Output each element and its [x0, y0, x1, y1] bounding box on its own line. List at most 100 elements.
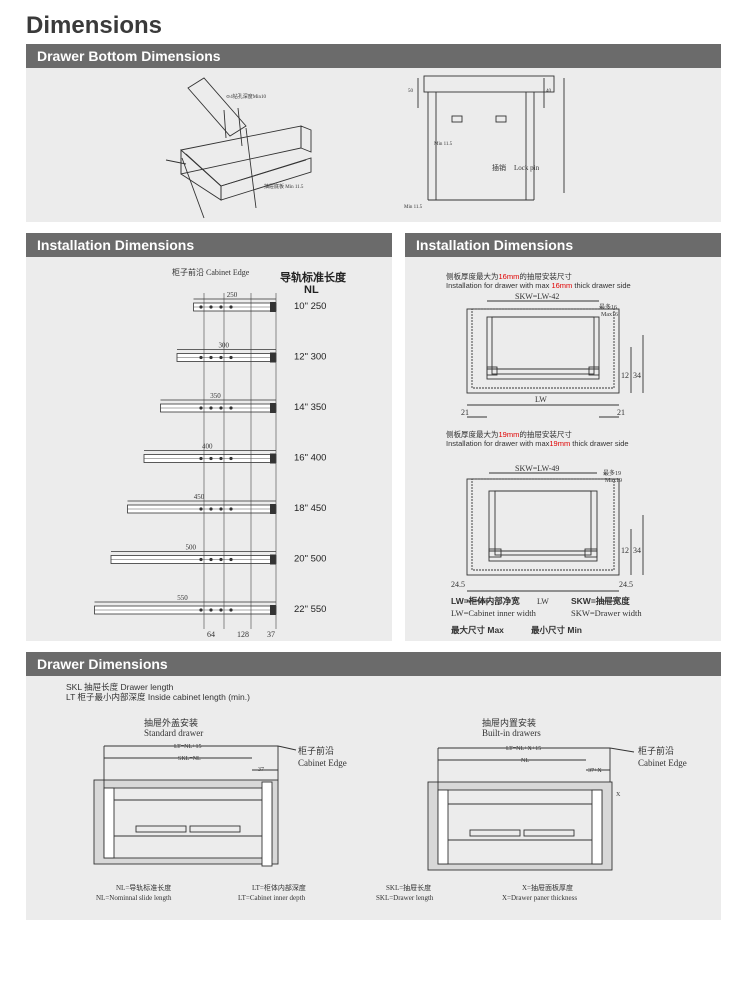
builtin-title-cn: 抽屉内置安装 — [482, 717, 536, 728]
mount-hole — [199, 557, 203, 562]
legend-lw-cn: LW=柜体内部净宽 — [451, 596, 520, 606]
dim-12: 12 — [621, 371, 629, 380]
cabinet-edge-en: Cabinet Edge — [638, 758, 687, 768]
mount-hole — [209, 507, 213, 511]
legend-skl-en: SKL=Drawer length — [376, 894, 434, 902]
installation-left-section: Installation Dimensions 柜子前沿 Cabinet Edg… — [26, 233, 392, 641]
caption-19-red: 19mm — [499, 430, 520, 439]
mount-hole — [219, 456, 223, 461]
mount-hole — [199, 406, 203, 410]
mount-hole — [209, 557, 213, 562]
slide-front-clip — [270, 554, 276, 565]
mount-hole — [219, 406, 223, 410]
installation-right-section: Installation Dimensions 侧板厚度最大为16mm的抽屉安装… — [405, 233, 721, 641]
cabinet-edge-label: 柜子前沿 Cabinet Edge — [172, 267, 250, 277]
mount-hole — [199, 507, 203, 511]
mount-hole — [209, 456, 213, 461]
slide-front-clip — [270, 302, 276, 312]
mount-hole — [229, 406, 233, 410]
drawer-bottom-section: Drawer Bottom Dimensions ⊙4钻孔深度Min10 抽屉底… — [26, 44, 721, 222]
legend-skl-cn: SKL=抽屉长度 — [386, 883, 431, 892]
mount-hole — [219, 507, 223, 511]
dim-label: 40 — [546, 89, 552, 94]
side-19-right: 24.5 — [619, 580, 633, 589]
lock-pin-label-en: Lock pin — [514, 164, 540, 172]
skw-16-label: SKW=LW-42 — [515, 292, 559, 301]
mount-hole — [229, 305, 233, 309]
cabinet-edge-en: Cabinet Edge — [298, 758, 347, 768]
skl-nl-label: SKL=NL — [178, 756, 201, 762]
dim-label: Min 11.5 — [404, 205, 423, 210]
dim-label: 50 — [408, 89, 414, 94]
lt-description: LT 柜子最小内部深度 Inside cabinet length (min.) — [66, 692, 250, 702]
max16-label-cn: 最多16 — [599, 303, 617, 311]
mount-hole — [229, 355, 233, 360]
dim-label: Min 11.5 — [434, 142, 453, 147]
cabinet-edge-cn: 柜子前沿 — [638, 745, 674, 756]
nl-label: NL — [521, 758, 529, 764]
mount-hole — [229, 608, 233, 612]
slide-length-value: 500 — [186, 544, 197, 552]
lt-nl-label: LT=NL+15 — [174, 744, 202, 750]
mount-hole — [219, 608, 223, 612]
slide-length-value: 550 — [177, 594, 188, 602]
builtin-title-en: Built-in drawers — [482, 728, 541, 738]
dim-34: 34 — [633, 371, 641, 380]
legend-lt-cn: LT=柜体内部深度 — [252, 883, 306, 892]
bottom-dim-128: 128 — [237, 630, 249, 639]
standard-title-en: Standard drawer — [144, 728, 203, 738]
svg-text:侧板厚度最大为16mm的抽屉安装尺寸: 侧板厚度最大为16mm的抽屉安装尺寸 — [446, 271, 572, 281]
caption-19-en-a: Installation for drawer with max — [446, 439, 550, 448]
slide-size-label: 10" 250 — [294, 301, 326, 312]
dim-12: 12 — [621, 546, 629, 555]
nl-header-en: NL — [304, 284, 319, 296]
mount-hole — [209, 406, 213, 410]
mount-hole — [199, 305, 203, 309]
slide-size-label: 20" 500 — [294, 554, 326, 565]
slide-size-label: 22" 550 — [294, 604, 326, 615]
x-label: X — [616, 792, 621, 798]
mount-hole — [209, 305, 213, 309]
slide-size-label: 12" 300 — [294, 352, 326, 363]
slide-front-clip — [270, 352, 276, 363]
side-16-right: 21 — [617, 408, 625, 417]
drawer-install-diagrams: SKL 抽屉长度 Drawer length LT 柜子最小内部深度 Insid… — [66, 682, 687, 902]
slide-length-value: 350 — [210, 392, 221, 400]
page-title: Dimensions — [26, 12, 163, 39]
slide-size-label: 18" 450 — [294, 503, 326, 514]
svg-text:Installation for drawer with m: Installation for drawer with max19mm thi… — [446, 439, 629, 448]
svg-text:抽屉底板 Min 11.5: 抽屉底板 Min 11.5 — [264, 183, 304, 190]
max19-label-cn: 最多19 — [603, 469, 621, 477]
mount-hole — [219, 557, 223, 562]
caption-16-red: 16mm — [499, 272, 520, 281]
mount-hole — [219, 305, 223, 309]
slide-front-clip — [270, 605, 276, 615]
slide-size-label: 16" 400 — [294, 453, 326, 464]
section-title: Installation Dimensions — [405, 233, 721, 257]
svg-text:⊙4钻孔深度Min10: ⊙4钻孔深度Min10 — [226, 93, 267, 100]
legend-lw-en: LW=Cabinet inner width — [451, 608, 537, 618]
legend-x-en: X=Drawer paner thickness — [502, 894, 577, 902]
mount-hole — [229, 557, 233, 562]
lw-16-label: LW — [535, 395, 547, 404]
drawer-dimensions-section: Drawer Dimensions SKL 抽屉长度 Drawer length… — [26, 652, 721, 920]
mount-hole — [199, 608, 203, 612]
bottom-dim-64: 64 — [207, 630, 215, 639]
caption-16-en-b: thick drawer side — [572, 281, 630, 290]
caption-19-cn-a: 侧板厚度最大为 — [446, 429, 499, 439]
caption-16-cn-b: 的抽屉安装尺寸 — [519, 271, 572, 281]
caption-16-en-a: Installation for drawer with max — [446, 281, 551, 290]
cross-section-diagrams: 侧板厚度最大为16mm的抽屉安装尺寸 Installation for draw… — [446, 271, 644, 635]
legend-nl-cn: NL=导轨标准长度 — [116, 883, 171, 892]
mount-hole — [199, 355, 203, 360]
caption-19-en-b: thick drawer side — [570, 439, 628, 448]
skl-description: SKL 抽屉长度 Drawer length — [66, 682, 174, 692]
cabinet-edge-cn: 柜子前沿 — [298, 745, 334, 756]
caption-19-cn-b: 的抽屉安装尺寸 — [519, 429, 572, 439]
bottom-dim-37: 37 — [267, 630, 275, 639]
mount-hole — [219, 355, 223, 360]
nl-header-cn: 导轨标准长度 — [280, 270, 347, 284]
standard-title-cn: 抽屉外盖安装 — [144, 717, 198, 728]
slide-front-clip — [270, 504, 276, 514]
